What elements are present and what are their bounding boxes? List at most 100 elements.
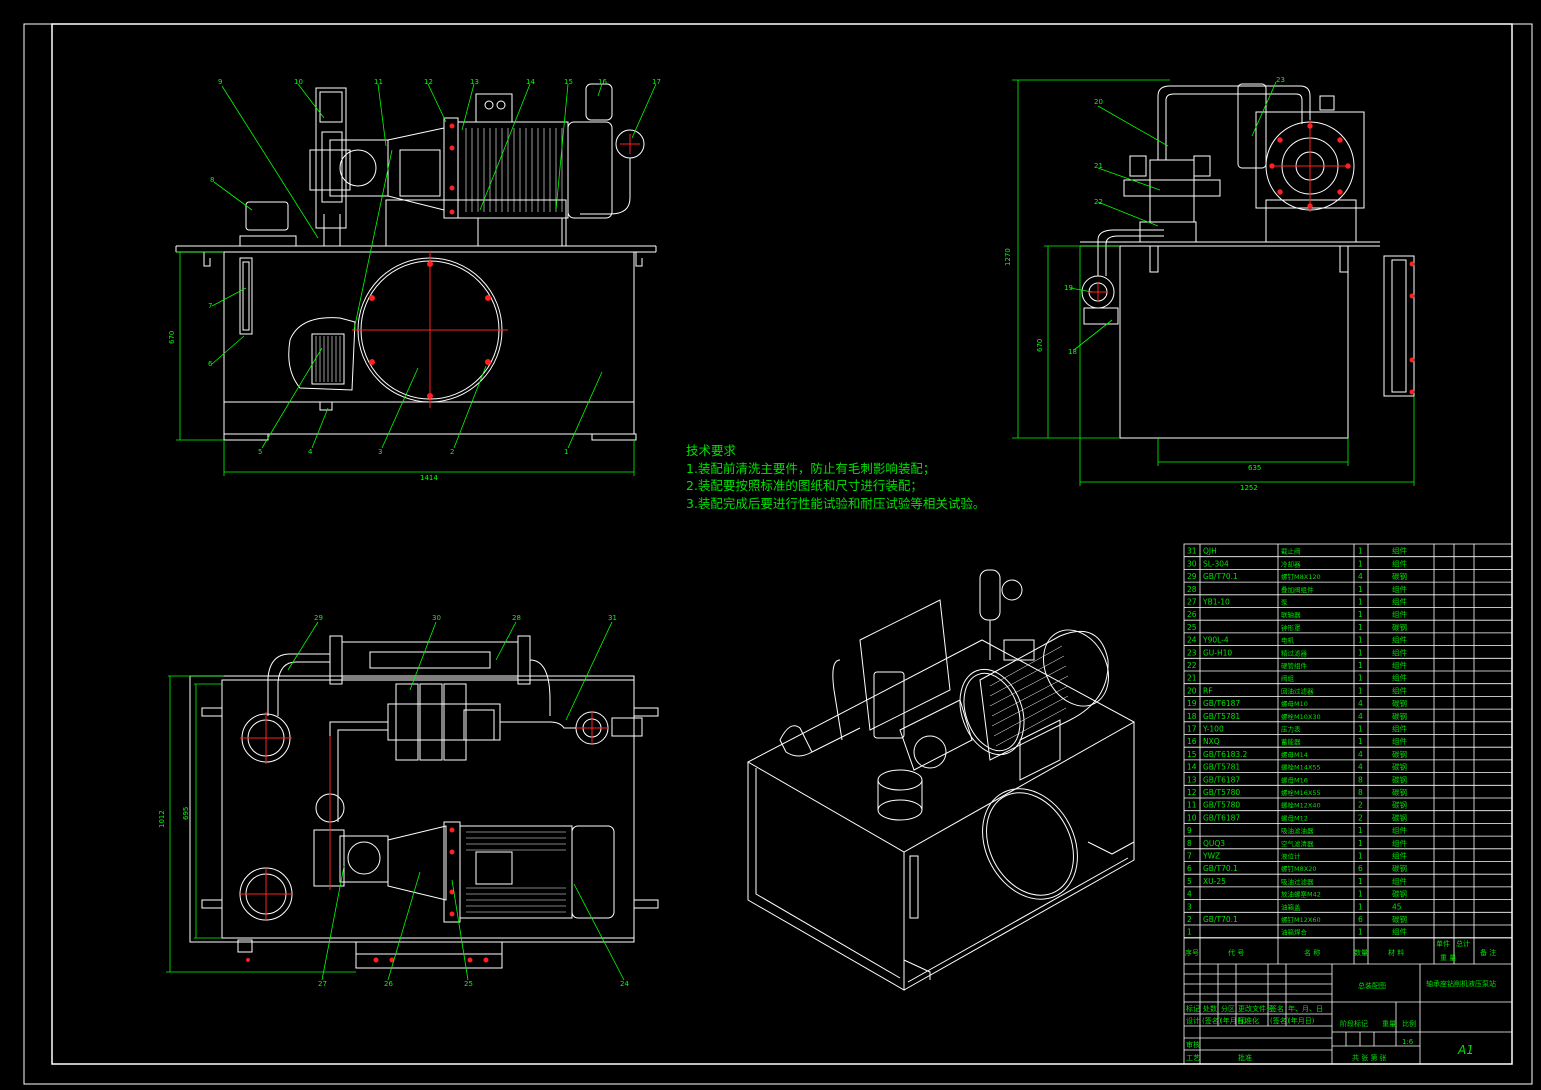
balloon-18: 18	[1068, 348, 1077, 356]
bom-cell-qty: 1	[1358, 674, 1363, 683]
bom-cell-qty: 1	[1358, 686, 1363, 695]
bom-cell-qty: 1	[1358, 877, 1363, 886]
tech-line-3: 3.装配完成后要进行性能试验和耐压试验等相关试验。	[686, 495, 986, 511]
bom-cell-mat: 碳钢	[1392, 571, 1407, 581]
title-block: 总装配图 轴承座钻削机液压泵站 阶段标记 重量 比例 1:6 共 张 第 张 A…	[1186, 979, 1496, 1062]
bom-cell-qty: 6	[1358, 915, 1363, 924]
balloon-3: 3	[378, 448, 382, 456]
bom-cell-qty: 8	[1358, 788, 1363, 797]
bom-cell-name: 螺母M12	[1281, 813, 1308, 822]
bom-cell-name: 阀组	[1281, 674, 1295, 683]
bom-cell-name: 联轴器	[1281, 610, 1301, 619]
balloon-6: 6	[208, 360, 213, 368]
bom-cell-name: 截止阀	[1281, 547, 1301, 556]
bom-cell-no: 28	[1187, 585, 1197, 594]
bom-cell-mat: 组件	[1392, 647, 1408, 657]
bom-cell-mat: 组件	[1392, 876, 1408, 886]
bom-header-mat: 材 料	[1388, 948, 1404, 957]
bom-cell-name: 螺栓M10X30	[1281, 712, 1321, 721]
bom-cell-code: QUQ3	[1203, 839, 1225, 848]
bom-cell-mat: 碳钢	[1392, 774, 1407, 784]
balloon-19: 19	[1064, 284, 1073, 292]
bom-cell-qty: 4	[1358, 750, 1363, 759]
bom-cell-name: 螺母M10	[1281, 699, 1308, 708]
bom-cell-mat: 碳钢	[1392, 749, 1407, 759]
balloon-25: 25	[464, 980, 473, 988]
bom-cell-mat: 碳钢	[1392, 698, 1407, 708]
bom-cell-mat: 组件	[1392, 546, 1408, 556]
bom-cell-qty: 4	[1358, 763, 1363, 772]
bom-header-qty: 数量	[1354, 948, 1368, 957]
top-view-dimensions	[166, 621, 625, 981]
dim-front-height: 670	[168, 331, 176, 344]
bom-cell-code: QJH	[1203, 547, 1217, 556]
bom-cell-no: 16	[1187, 737, 1197, 746]
bom-cell-code: Y90L-4	[1202, 636, 1229, 645]
top-view	[189, 635, 659, 969]
bom-cell-name: 螺钉M8X20	[1281, 864, 1316, 873]
title-sheet-size: A1	[1457, 1043, 1474, 1057]
bom-cell-mat: 组件	[1392, 635, 1408, 645]
bom-cell-mat: 组件	[1392, 609, 1408, 619]
bom-cell-qty: 1	[1358, 661, 1363, 670]
bom-cell-name: 放油螺塞M42	[1281, 890, 1321, 899]
bom-cell-qty: 1	[1358, 725, 1363, 734]
bom-cell-mat: 碳钢	[1392, 914, 1407, 924]
bom-cell-qty: 1	[1358, 852, 1363, 861]
bom-cell-code: RF	[1203, 686, 1213, 695]
bom-cell-no: 14	[1187, 763, 1197, 772]
bom-cell-no: 19	[1187, 699, 1197, 708]
side-view-dimensions	[1012, 79, 1415, 486]
bom-header-no: 序号	[1185, 948, 1199, 957]
bom-cell-name: 螺栓M16X55	[1281, 788, 1321, 797]
bom-cell-qty: 4	[1358, 699, 1363, 708]
title-row2-0: 设计	[1186, 1016, 1200, 1025]
bom-cell-qty: 2	[1358, 801, 1363, 810]
front-view-centerlines	[352, 123, 640, 408]
bom-cell-code: GB/T5781	[1203, 763, 1240, 772]
title-row2-4: (签名)	[1270, 1016, 1290, 1025]
bom-cell-code: NXQ	[1203, 737, 1220, 746]
bom-cell-mat: 组件	[1392, 685, 1408, 695]
tech-line-1: 1.装配前清洗主要件，防止有毛刺影响装配；	[686, 460, 936, 476]
bom-cell-qty: 1	[1358, 826, 1363, 835]
bom-cell-no: 11	[1187, 801, 1197, 810]
bom-cell-name: 电机	[1281, 636, 1295, 645]
bom-cell-name: 螺栓M12X40	[1281, 801, 1321, 810]
bom-cell-no: 6	[1187, 864, 1192, 873]
bom-cell-qty: 1	[1358, 902, 1363, 911]
bom-cell-no: 13	[1187, 775, 1197, 784]
balloon-21: 21	[1094, 162, 1103, 170]
bom-cell-no: 3	[1187, 902, 1192, 911]
bom-cell-name: 螺钉M8X120	[1281, 572, 1321, 581]
front-view-dimensions	[176, 83, 657, 476]
balloon-5: 5	[258, 448, 262, 456]
bom-cell-mat: 碳钢	[1392, 863, 1407, 873]
bom-cell-no: 25	[1187, 623, 1197, 632]
bom-cell-name: 螺母M16	[1281, 775, 1308, 784]
bom-cell-mat: 碳钢	[1392, 762, 1407, 772]
bom-cell-mat: 碳钢	[1392, 622, 1407, 632]
bom-cell-no: 24	[1187, 636, 1197, 645]
bom-cell-no: 27	[1187, 598, 1197, 607]
bom-cell-qty: 4	[1358, 712, 1363, 721]
bom-cell-no: 21	[1187, 674, 1197, 683]
bom-cell-name: 吸油过滤器	[1281, 877, 1314, 886]
bom-cell-name: 油箱焊合	[1281, 928, 1308, 937]
